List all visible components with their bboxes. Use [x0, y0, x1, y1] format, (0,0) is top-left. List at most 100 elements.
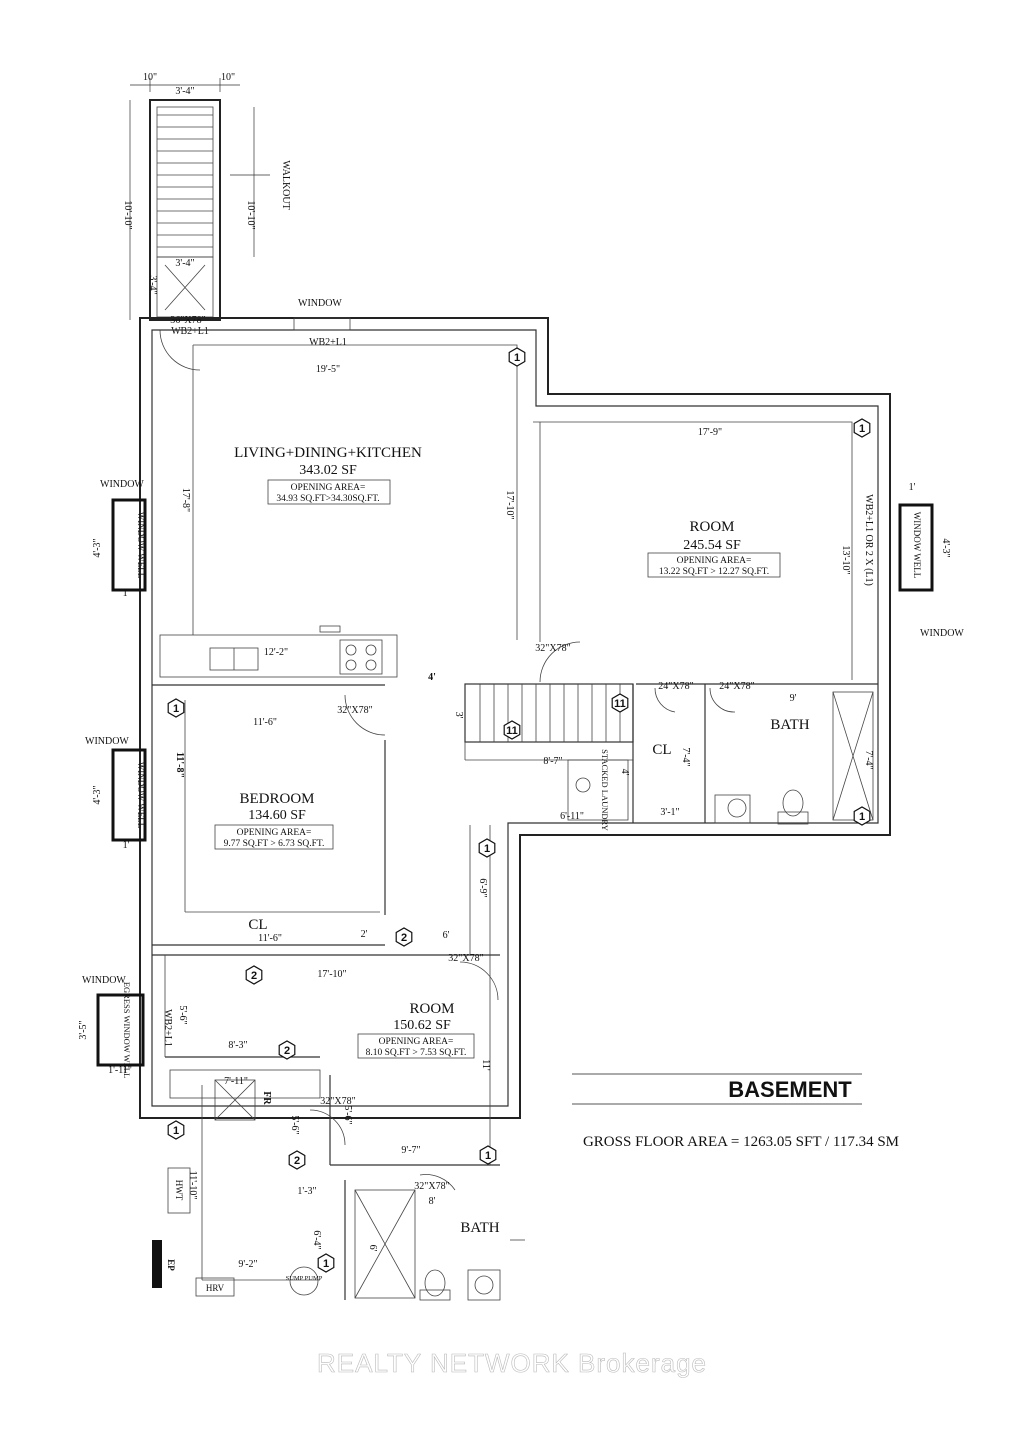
detector-hex-icon [853, 418, 871, 438]
bedroom-left-dim: 11'-8" [174, 752, 185, 778]
bath-ne-width: 9' [790, 693, 797, 704]
room-ne-opening-value: 13.22 SQ.FT > 12.27 SQ.FT. [659, 567, 769, 577]
bath-s-door: 32"X78" [414, 1181, 449, 1192]
hwt-label: HWT [174, 1180, 184, 1201]
door-swings [309, 641, 736, 1191]
window-well-label-1: WINDOW WELL [136, 512, 146, 578]
mech-door-dim: 5'-6" [289, 1115, 300, 1134]
detector-hex-icon [508, 347, 526, 367]
room-ne-wb-note: WB2+L1 OR 2 X (L1) [863, 494, 874, 586]
room-sw-opening-value: 8.10 SQ.FT > 7.53 SQ.FT. [366, 1048, 467, 1058]
mech-door-dim-2: 5'-6" [342, 1105, 353, 1124]
furnace-label: FR [261, 1091, 272, 1105]
detector-hex-icon [611, 693, 629, 713]
detector-number: 1 [323, 1258, 329, 1270]
walkout-landing-w: 3'-4" [175, 258, 194, 269]
room-sw-opening-label: OPENING AREA= [379, 1037, 454, 1047]
building-walls [139, 317, 891, 1301]
ep-label: EP [166, 1259, 176, 1271]
living-name: LIVING+DINING+KITCHEN [234, 445, 422, 461]
detector-number: 1 [859, 423, 865, 435]
closet-ne-door: 24"X78" [658, 681, 693, 692]
gross-floor-area: GROSS FLOOR AREA = 1263.05 SFT / 117.34 … [583, 1134, 899, 1150]
detector-number: 2 [251, 970, 257, 982]
window-label-top: WINDOW [298, 298, 342, 309]
bath-ne-name: BATH [770, 717, 809, 733]
mech-right-dim: 6'-4" [311, 1230, 322, 1249]
mech-left-dim: 11'-10" [187, 1171, 198, 1200]
closet-ne-w: 3'-1" [660, 807, 679, 818]
detector-number: 11 [506, 725, 518, 737]
window-label-left-1: WINDOW [100, 479, 144, 490]
room-labels: LIVING+DINING+KITCHEN 343.02 SF OPENING … [162, 337, 874, 1293]
walkout-tick-right: 10" [221, 72, 235, 83]
mech-bottom-dim: 9'-2" [238, 1259, 257, 1270]
living-right-dim: 17'-10" [504, 490, 515, 519]
detector-hex-icon [167, 698, 185, 718]
corridor-laundry-dim: 6'-11" [560, 811, 584, 822]
title-block: BASEMENT GROSS FLOOR AREA = 1263.05 SFT … [572, 1073, 899, 1150]
detector-number: 2 [401, 932, 407, 944]
living-opening-label: OPENING AREA= [291, 483, 366, 493]
well1-dim: 4'-3" [92, 538, 103, 557]
closet-bed-width: 11'-6" [258, 933, 282, 944]
room-sw-name: ROOM [409, 1001, 454, 1017]
laundry-label: STACKED LAUNDRY [600, 749, 610, 831]
bedroom-opening-value: 9.77 SQ.FT > 6.73 SQ.FT. [224, 839, 325, 849]
closet-bed-name: CL [248, 917, 267, 933]
stair-length-dim: 8'-7" [543, 756, 562, 767]
window-label-left-2: WINDOW [85, 736, 129, 747]
detector-hex-icon [278, 1040, 296, 1060]
living-opening-value: 34.93 SQ.FT>34.30SQ.FT. [276, 494, 379, 504]
well3-depth: 1'-11" [108, 1065, 132, 1076]
window-well-label-r: WINDOW WELL [912, 512, 922, 578]
detector-hex-icon [478, 838, 496, 858]
furnace-dim: 7'-11" [224, 1076, 248, 1087]
living-area: 343.02 SF [299, 463, 357, 478]
room-sw-area: 150.62 SF [393, 1018, 451, 1033]
detector-hex-icon [503, 720, 521, 740]
walkout-right-dim: 10'-10" [245, 200, 256, 229]
room-ne-opening-label: OPENING AREA= [677, 556, 752, 566]
well2-dim: 4'-3" [92, 785, 103, 804]
watermark: REALTY NETWORK Brokerage [317, 1348, 707, 1378]
detector-hex-icon [317, 1253, 335, 1273]
bath-s-name: BATH [460, 1220, 499, 1236]
corridor-short-dim: 6' [443, 930, 450, 941]
closet-ne-name: CL [652, 742, 671, 758]
walkout-tick-left: 10" [143, 72, 157, 83]
room-ne-area: 245.54 SF [683, 538, 741, 553]
laundry-dim: 4' [619, 769, 630, 776]
detector-number: 1 [484, 843, 490, 855]
well-r-dim: 4'-3" [940, 538, 951, 557]
bath-ne-door: 24"X78" [719, 681, 754, 692]
closet-ne-h: 7'-4" [680, 747, 691, 766]
bedroom-door: 32"X78" [337, 705, 372, 716]
detector-number: 11 [614, 698, 626, 710]
window-wells: WINDOW WELL WINDOW WELL EGRESS WINDOW WE… [78, 298, 964, 1078]
window-label-right: WINDOW [920, 628, 964, 639]
closet-bed-depth: 2' [361, 929, 368, 940]
room-ne-name: ROOM [689, 519, 734, 535]
plan-title: BASEMENT [728, 1077, 852, 1102]
well1-depth: 1' [123, 588, 130, 599]
detector-number: 1 [173, 703, 179, 715]
detector-hex-icon [479, 1145, 497, 1165]
detector-hex-icon [167, 1120, 185, 1140]
room-sw-inner-dim: 8'-3" [228, 1040, 247, 1051]
living-width-dim: 19'-5" [316, 364, 340, 375]
living-left-dim: 17'-8" [180, 488, 191, 512]
walkout-width-dim: 3'-4" [175, 86, 194, 97]
well2-depth: 1' [123, 840, 130, 851]
bedroom-opening-label: OPENING AREA= [237, 828, 312, 838]
hrv-label: HRV [206, 1283, 225, 1293]
room-sw-door: 32"X78" [448, 953, 483, 964]
window-well-label-2: WINDOW WELL [136, 762, 146, 828]
walkout-stair: 3'-4" 10" 10" 10'-10" 10'-10" WALKOUT 3'… [122, 72, 291, 371]
egress-well-label: EGRESS WINDOW WELL [122, 982, 132, 1078]
bedroom-area: 134.60 SF [248, 808, 306, 823]
window-label-left-3: WINDOW [82, 975, 126, 986]
kitchen-dim: 12'-2" [264, 647, 288, 658]
